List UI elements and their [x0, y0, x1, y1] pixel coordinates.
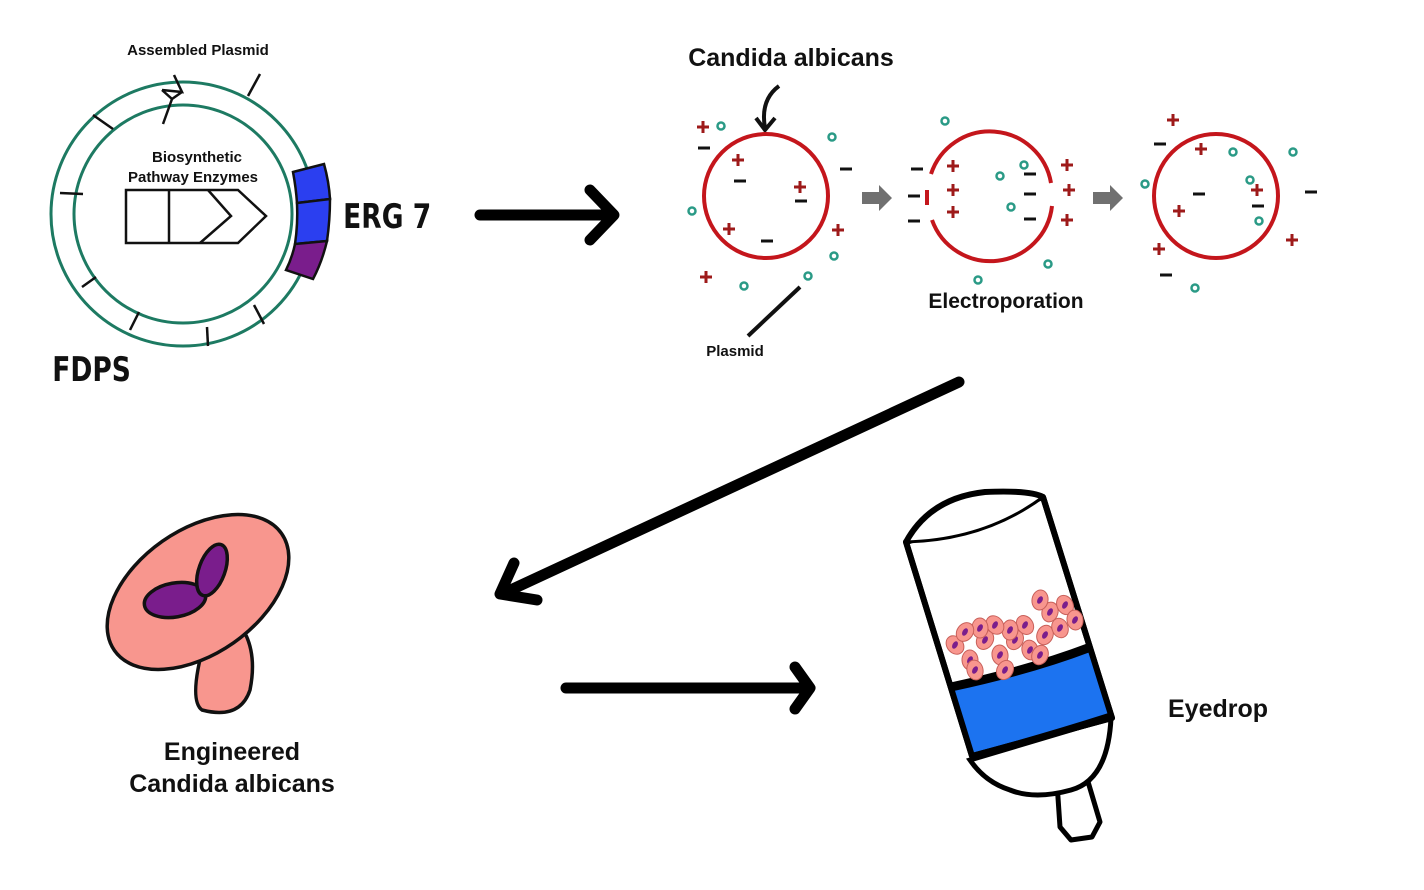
plus-charge-icon	[947, 160, 959, 172]
process-arrows	[862, 185, 1123, 211]
yeast-nucleus-icon	[1037, 596, 1043, 604]
plasmid-label: Plasmid	[706, 343, 764, 360]
plus-charge-icon	[794, 181, 806, 193]
plasmid-dot-icon	[995, 171, 1005, 181]
plasmid-dot-icon	[687, 206, 697, 216]
eyedrop-label: Eyedrop	[1168, 695, 1268, 723]
plus-charge-icon	[697, 121, 709, 133]
cell-during	[925, 129, 1054, 264]
plus-charge-icon	[700, 271, 712, 283]
plus-charge-icon	[832, 224, 844, 236]
plasmid-dot-icon	[1190, 283, 1200, 293]
plasmid-segment-dividers	[59, 73, 266, 347]
plus-charge-icon	[732, 154, 744, 166]
plasmid-dot-icon	[803, 271, 813, 281]
assembled-plasmid: Assembled Plasmid Biosynthetic Pathway E…	[49, 42, 431, 390]
fdps-label: FDPS	[52, 351, 131, 390]
arrow-to-transformation-icon	[474, 184, 620, 246]
yeast-nucleus-icon	[997, 651, 1003, 659]
plasmid-dot-icon	[1245, 175, 1255, 185]
plasmid-dot-icon	[940, 116, 950, 126]
plasmid-inner-ring	[72, 103, 294, 325]
origin-arrow-icon	[161, 89, 183, 125]
electroporation-panel: Candida albicans Plasmid Electroporation	[687, 44, 1317, 360]
erg7-label: ERG 7	[343, 198, 431, 237]
inner-label-line2: Pathway Enzymes	[128, 169, 258, 186]
yeast-nucleus-icon	[1047, 608, 1053, 616]
plasmid-dot-icon	[739, 281, 749, 291]
bottle-bottom	[966, 714, 1114, 798]
yeast-nucleus-icon	[982, 636, 988, 644]
yeast-nucleus-icon	[977, 624, 983, 632]
plasmid-dot-icon	[1140, 179, 1150, 189]
liquid-surface	[950, 643, 1090, 692]
plus-charge-icon	[1286, 234, 1298, 246]
yeast-nucleus-icon	[1057, 624, 1063, 632]
engineered-candida: Engineered Candida albicans	[105, 512, 335, 798]
eyedrop-liquid	[951, 648, 1109, 756]
plus-charge-icon	[1167, 114, 1179, 126]
plus-charge-icon	[947, 206, 959, 218]
yeast-nucleus-icon	[972, 666, 978, 674]
process-arrow-icon	[862, 185, 892, 211]
erg7-block-1	[291, 162, 332, 205]
cell-after	[1152, 132, 1280, 260]
plasmid-title: Assembled Plasmid	[127, 42, 269, 59]
engineered-label-line1: Engineered	[164, 738, 300, 766]
eyedrop-bottle: Eyedrop	[903, 488, 1268, 843]
plasmid-dot-icon	[1228, 147, 1238, 157]
yeast-nucleus-icon	[1007, 626, 1013, 634]
yeast-nucleus-icon	[962, 628, 968, 636]
plus-charge-icon	[1195, 143, 1207, 155]
plasmid-dot-icon	[829, 251, 839, 261]
arrow-to-engineered-icon	[494, 376, 965, 606]
ion-charges	[687, 114, 1317, 293]
plus-charge-icon	[1173, 205, 1185, 217]
plus-charge-icon	[723, 223, 735, 235]
plasmid-pointer-line	[746, 285, 802, 338]
yeast-cells-cluster	[945, 589, 1084, 681]
plasmid-dot-icon	[1006, 202, 1016, 212]
plus-charge-icon	[1063, 184, 1075, 196]
cell-before	[702, 132, 830, 260]
electroporation-label: Electroporation	[928, 290, 1083, 313]
fdps-block	[284, 239, 329, 281]
yeast-nucleus-icon	[1022, 621, 1028, 629]
yeast-nucleus-icon	[1062, 601, 1068, 609]
plasmid-dot-icon	[1288, 147, 1298, 157]
yeast-nucleus-icon	[1042, 631, 1048, 639]
plasmid-dot-icon	[1019, 160, 1029, 170]
process-arrow-icon	[1093, 185, 1123, 211]
plus-charge-icon	[1061, 159, 1073, 171]
yeast-nucleus-icon	[1037, 651, 1043, 659]
erg7-block-2	[293, 197, 332, 246]
nucleus-2	[194, 542, 230, 598]
plasmid-dot-icon	[1043, 259, 1053, 269]
inner-label-line1: Biosynthetic	[152, 149, 242, 166]
yeast-nucleus-icon	[992, 621, 998, 629]
plasmid-dot-icon	[973, 275, 983, 285]
plasmid-dot-icon	[1254, 216, 1264, 226]
enzyme-gene-cassette	[124, 188, 268, 245]
plus-charge-icon	[1061, 214, 1073, 226]
yeast-nucleus-icon	[952, 641, 958, 649]
engineered-label-line2: Candida albicans	[129, 770, 335, 798]
yeast-nucleus-icon	[1002, 666, 1008, 674]
candida-albicans-label: Candida albicans	[688, 44, 894, 72]
plus-charge-icon	[947, 184, 959, 196]
arrow-to-eyedrop-icon	[560, 661, 816, 715]
plus-charge-icon	[1153, 243, 1165, 255]
yeast-nucleus-icon	[1027, 646, 1033, 654]
plus-charge-icon	[1251, 184, 1263, 196]
yeast-nucleus-icon	[1072, 616, 1078, 624]
plasmid-dot-icon	[827, 132, 837, 142]
plasmid-dot-icon	[716, 121, 726, 131]
pointer-arrow-icon	[762, 84, 781, 129]
